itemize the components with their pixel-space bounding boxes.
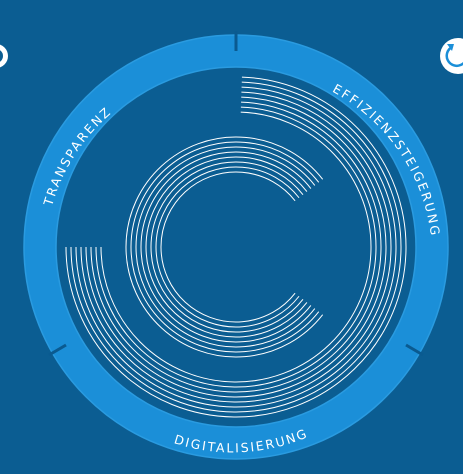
inner-arc xyxy=(130,141,320,353)
inner-arc xyxy=(140,151,312,343)
inner-arc xyxy=(155,166,300,328)
inner-arc xyxy=(125,136,324,358)
inner-ring-edge xyxy=(55,66,417,428)
inner-arc xyxy=(135,146,316,348)
inner-arc xyxy=(145,156,308,338)
outer-arc xyxy=(95,106,377,388)
inner-arc xyxy=(150,161,304,333)
outer-arc xyxy=(75,86,397,408)
divider-right xyxy=(405,343,424,357)
outer-arc xyxy=(90,101,382,393)
divider-left xyxy=(48,343,67,357)
concentric-arcs xyxy=(65,76,407,418)
outer-arc xyxy=(100,111,372,383)
inner-arc xyxy=(160,171,296,323)
outer-arc xyxy=(80,91,392,403)
outer-arc xyxy=(85,96,387,398)
outer-arc xyxy=(70,81,402,413)
outer-arc xyxy=(65,76,407,418)
cycle-arrows-icon xyxy=(440,38,463,74)
round-icon xyxy=(0,44,8,68)
